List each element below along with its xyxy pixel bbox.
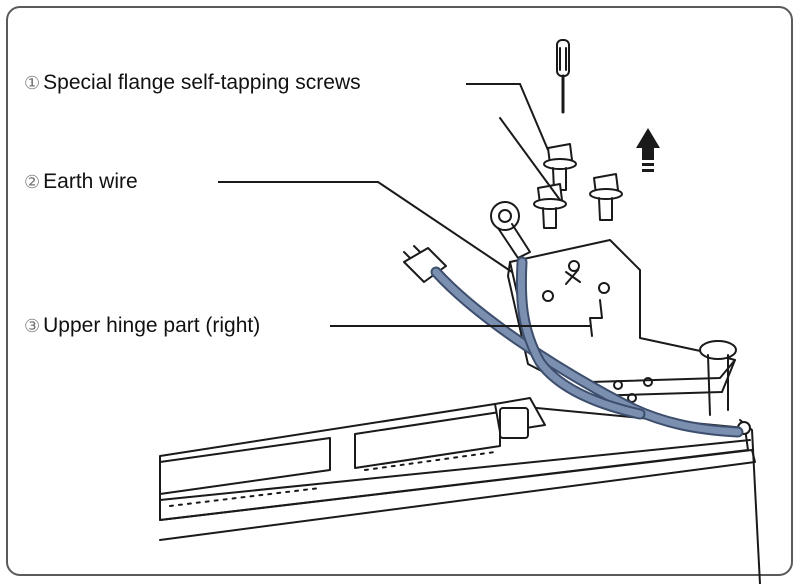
label-earth-wire-text: Earth wire [43,170,138,193]
fridge-top [159,397,761,584]
label-earth-wire-marker: ② [24,172,41,192]
screwdriver-icon [556,39,570,114]
leader-lines [218,83,590,327]
screw-1 [543,143,577,191]
screw-3 [589,173,623,221]
earth-terminal [490,201,531,259]
label-screws-marker: ① [24,73,41,93]
screw-2 [533,183,567,229]
label-screws-text: Special flange self-tapping screws [43,71,361,94]
leader-line-1 [466,83,549,151]
earth-wire-cable [430,256,744,438]
label-hinge-text: Upper hinge part (right) [43,314,261,337]
leader-line-2 [218,181,513,273]
up-arrow-icon [636,128,660,172]
label-hinge-marker: ③ [24,316,41,336]
upper-hinge [507,239,737,416]
